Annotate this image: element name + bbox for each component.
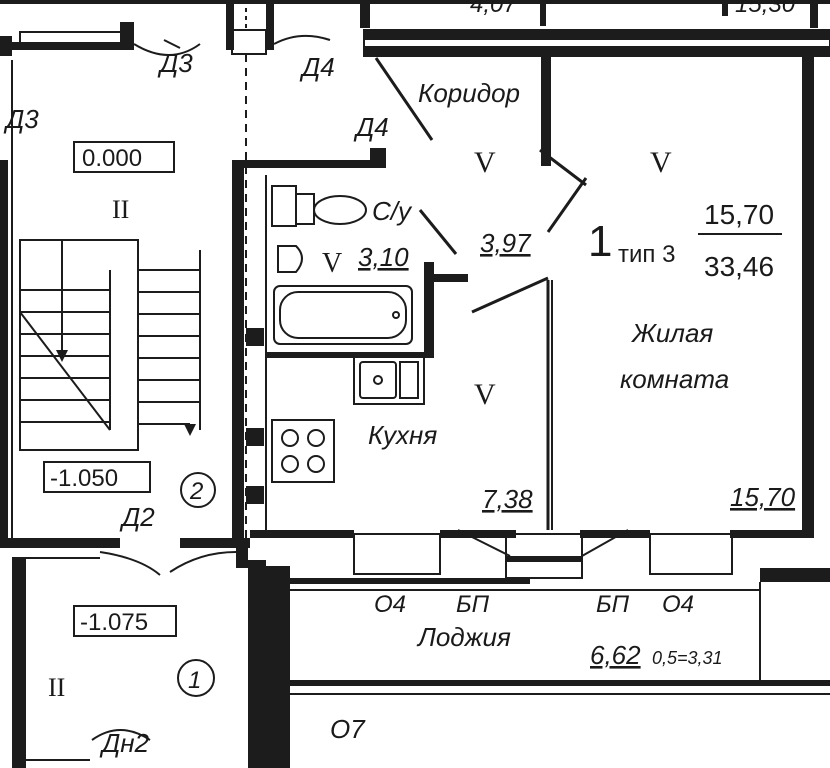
window-o4-left: О4 <box>374 591 406 618</box>
bathroom-area: 3,10 <box>358 242 409 272</box>
apartment-id: 1 тип 3 15,70 33,46 <box>588 199 782 282</box>
window-o4-right: О4 <box>662 591 694 618</box>
living-area: 15,70 <box>730 482 796 512</box>
kitchen-sink-icon <box>353 355 425 405</box>
top-strip: 4,07 15,30 <box>0 0 830 28</box>
sink-icon <box>277 245 303 273</box>
bathroom-vent: V <box>322 248 342 279</box>
circle-label-1: 1 <box>188 667 201 694</box>
living-name-1: Жилая <box>630 318 713 348</box>
door-swings <box>374 57 629 557</box>
roman-lower: II <box>48 673 65 702</box>
staircase <box>19 239 201 451</box>
kitchen-area: 7,38 <box>482 484 533 514</box>
level-landing: -1.075 <box>80 609 148 636</box>
bathtub-icon <box>273 285 413 345</box>
kitchen-fixtures <box>271 355 425 483</box>
door-labels: Д3 Д4 Д3 Д4 Д2 Дн2 <box>3 48 389 758</box>
bathroom-fixtures <box>271 185 413 345</box>
level-upper: 0.000 <box>82 145 142 172</box>
apartment-living-area: 15,70 <box>704 199 774 230</box>
level-box-landing <box>73 605 177 637</box>
loggia-area: 6,62 <box>590 640 641 670</box>
roman-upper: II <box>112 195 129 224</box>
kitchen-name: Кухня <box>368 420 437 450</box>
stairwell-walls <box>0 0 331 768</box>
top-value-right: 15,30 <box>735 0 796 18</box>
corridor-vent: V <box>474 146 496 179</box>
apartment-walls <box>232 29 830 579</box>
toilet-icon <box>313 195 367 225</box>
boiler-icon <box>271 185 297 227</box>
door-d3-top: Д3 <box>157 48 193 78</box>
circle-marker-2 <box>180 472 216 508</box>
window-bp-left: БП <box>456 591 490 618</box>
window-o7: О7 <box>330 714 366 744</box>
apartment-total-area: 33,46 <box>704 251 774 282</box>
door-dn2: Дн2 <box>99 728 150 758</box>
level-box-upper <box>73 141 175 173</box>
room-labels: Коридор V 3,97 С/у V 3,10 V Кухня 7,38 V… <box>322 78 796 514</box>
top-value-left: 4,07 <box>470 0 518 18</box>
apartment-type: тип 3 <box>618 241 675 268</box>
circle-marker-1 <box>177 659 215 697</box>
door-d4-mid: Д4 <box>353 112 389 142</box>
window-bp-right: БП <box>596 591 630 618</box>
bathroom-name: С/у <box>372 196 413 226</box>
door-d2: Д2 <box>119 502 155 532</box>
stair-labels: 0.000 II -1.050 2 -1.075 1 II <box>43 141 216 702</box>
stove-icon <box>271 419 335 483</box>
circle-label-2: 2 <box>189 478 203 505</box>
door-d4-top: Д4 <box>299 52 335 82</box>
corridor-area: 3,97 <box>480 228 532 258</box>
toilet-tank-icon <box>295 193 315 225</box>
apartment-number: 1 <box>588 217 612 266</box>
loggia: О4 БП БП О4 Лоджия 6,62 0,5=3,31 О7 <box>266 566 830 768</box>
corridor-name: Коридор <box>418 78 520 108</box>
kitchen-vent: V <box>474 378 496 411</box>
door-d3-left: Д3 <box>3 104 39 134</box>
level-lower: -1.050 <box>50 465 118 492</box>
loggia-coef: 0,5=3,31 <box>652 648 723 668</box>
loggia-name: Лоджия <box>416 622 511 652</box>
level-box-lower <box>43 461 151 493</box>
living-vent: V <box>650 146 672 179</box>
living-name-2: комната <box>620 364 729 394</box>
